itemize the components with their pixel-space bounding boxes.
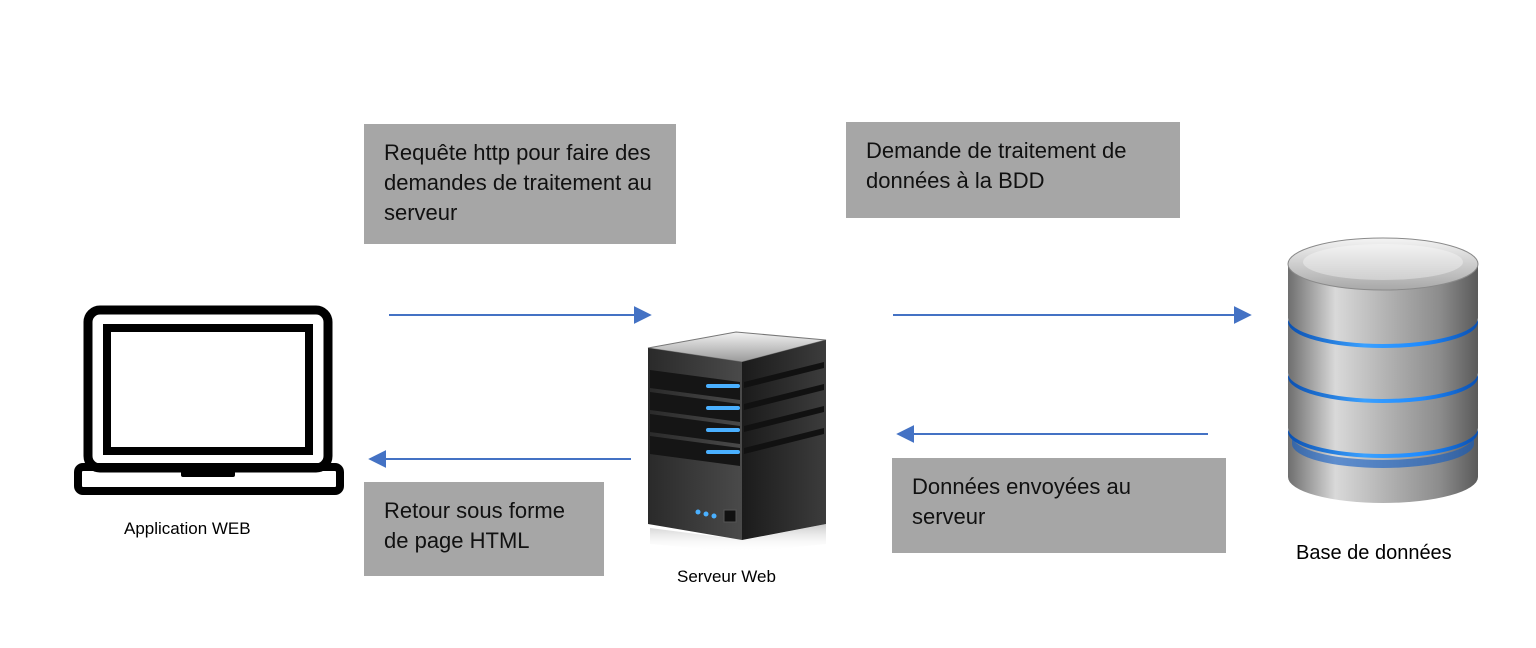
server-label: Serveur Web bbox=[677, 567, 776, 586]
db-response-box: Données envoyées au serveur bbox=[892, 458, 1226, 553]
db-request-box-text: Demande de traitement de données à la BD… bbox=[866, 138, 1127, 193]
laptop-icon bbox=[74, 304, 344, 496]
db-response-box-text: Données envoyées au serveur bbox=[912, 474, 1131, 529]
database-label: Base de données bbox=[1296, 542, 1452, 564]
response-box: Retour sous forme de page HTML bbox=[364, 482, 604, 576]
database-icon bbox=[1280, 232, 1486, 514]
request-box: Requête http pour faire des demandes de … bbox=[364, 124, 676, 244]
request-box-text: Requête http pour faire des demandes de … bbox=[384, 140, 652, 225]
response-box-text: Retour sous forme de page HTML bbox=[384, 498, 565, 553]
server-tower-icon bbox=[640, 330, 836, 552]
db-request-box: Demande de traitement de données à la BD… bbox=[846, 122, 1180, 218]
client-label: Application WEB bbox=[124, 519, 251, 538]
